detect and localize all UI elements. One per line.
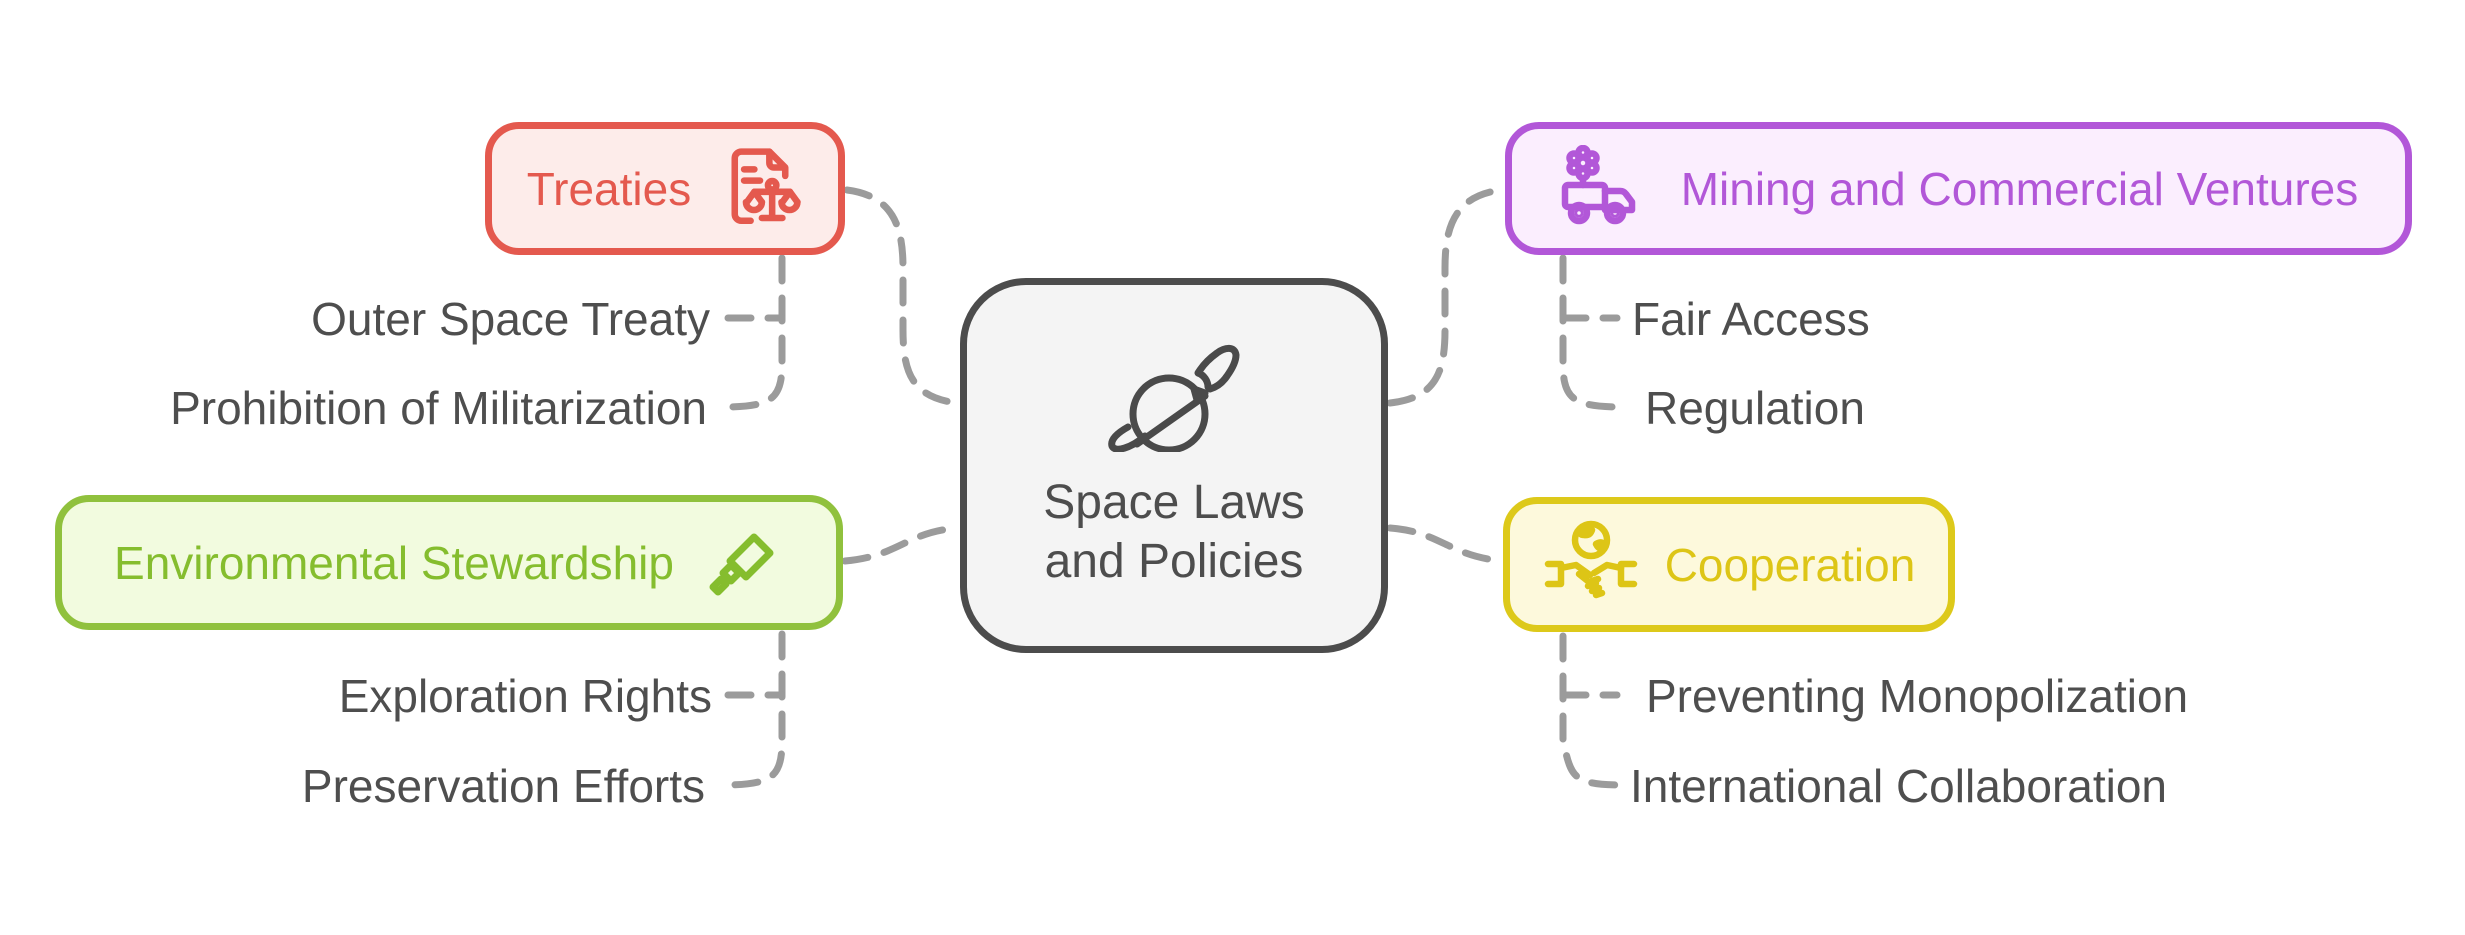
central-label-line1: Space Laws [1043, 475, 1305, 529]
child-item-outer-space-treaty[interactable]: Outer Space Treaty [311, 293, 710, 345]
central-label-line2: and Policies [1044, 534, 1304, 588]
central-node[interactable]: Space Laws and Policies [960, 278, 1388, 653]
telescope-icon [709, 533, 774, 595]
gear-truck-icon [1561, 144, 1635, 224]
branch-node-cooperation[interactable]: Cooperation [1503, 497, 1955, 632]
child-item-international-collaboration[interactable]: International Collaboration [1630, 760, 2168, 812]
child-item-preservation-efforts[interactable]: Preservation Efforts [301, 760, 705, 812]
branch-label-mining-and-commercial-ventures: Mining and Commercial Ventures [1680, 162, 2359, 215]
connector-treaties-center [843, 186, 962, 407]
planet-rocket-icon [1108, 344, 1240, 452]
connector-center-mining [1386, 186, 1505, 407]
branch-node-treaties[interactable]: Treaties [485, 122, 845, 255]
connector-environmental-children-spine [718, 630, 786, 789]
handshake-globe-icon [1544, 520, 1637, 598]
child-item-regulation[interactable]: Regulation [1645, 382, 1865, 434]
connector-environmental-center [841, 524, 962, 565]
branch-label-environmental-stewardship: Environmental Stewardship [114, 536, 674, 589]
central-node-label: Space Laws and Policies [1043, 474, 1305, 591]
connector-treaties-children-spine [718, 254, 786, 411]
connector-mining-children-spine [1559, 254, 1627, 411]
connector-cooperation-children-spine [1559, 632, 1627, 789]
child-item-fair-access[interactable]: Fair Access [1632, 293, 1870, 345]
branch-node-environmental-stewardship[interactable]: Environmental Stewardship [55, 495, 843, 630]
branch-label-treaties: Treaties [526, 162, 692, 215]
connector-center-cooperation [1386, 524, 1507, 565]
child-item-exploration-rights[interactable]: Exploration Rights [338, 670, 712, 722]
branch-node-mining-and-commercial-ventures[interactable]: Mining and Commercial Ventures [1505, 122, 2412, 255]
child-item-prohibition-of-militarization[interactable]: Prohibition of Militarization [170, 382, 707, 434]
branch-label-cooperation: Cooperation [1664, 538, 1916, 591]
document-scales-icon [731, 147, 801, 224]
child-item-preventing-monopolization[interactable]: Preventing Monopolization [1646, 670, 2189, 722]
